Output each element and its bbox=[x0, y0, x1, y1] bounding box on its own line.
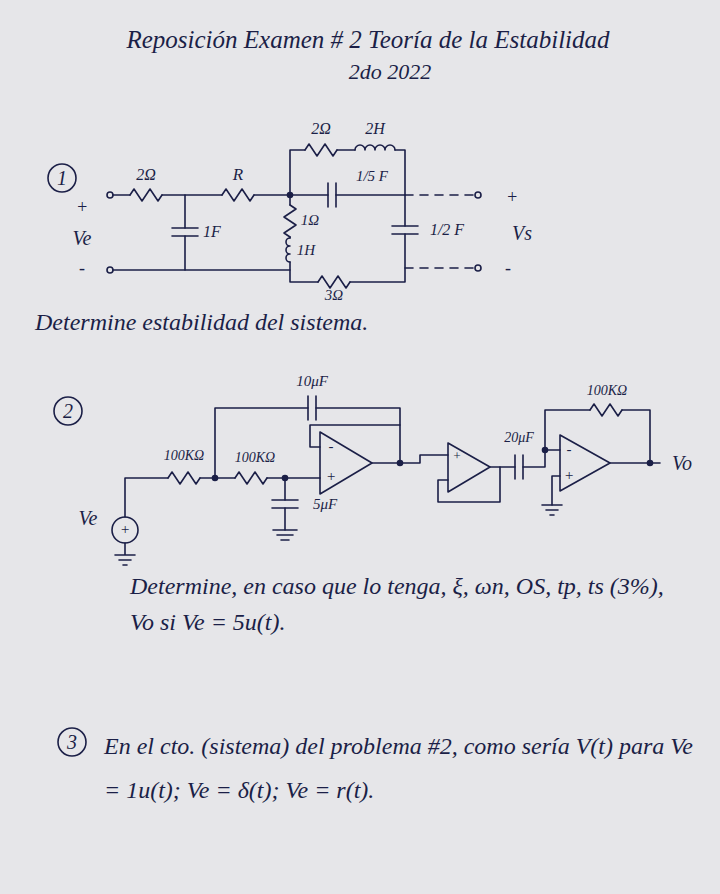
capacitor-value: 1F bbox=[203, 223, 221, 241]
wire bbox=[113, 194, 130, 196]
signal-name: Ve bbox=[79, 507, 98, 530]
wire bbox=[372, 455, 448, 463]
wire bbox=[162, 194, 222, 196]
capacitor-symbol bbox=[392, 226, 418, 234]
capacitor-value: 5μF bbox=[313, 496, 337, 513]
problem-number: 3 bbox=[67, 731, 77, 754]
polarity-sign: + bbox=[120, 521, 130, 538]
wire bbox=[113, 269, 290, 271]
opamp-symbol bbox=[560, 435, 610, 491]
question-text: En el cto. (sistema) del problema #2, co… bbox=[104, 724, 700, 812]
signal-name: Vo bbox=[672, 452, 692, 475]
wire bbox=[310, 425, 400, 447]
wire bbox=[523, 450, 560, 467]
opamp-symbol bbox=[320, 432, 372, 494]
capacitor-value: 1/2 F bbox=[430, 221, 464, 239]
capacitor-symbol bbox=[172, 228, 198, 236]
polarity-sign: - bbox=[79, 258, 85, 279]
inductor-value: 1H bbox=[297, 242, 315, 259]
resistor-symbol bbox=[318, 276, 350, 288]
number-circle bbox=[54, 397, 82, 425]
opamp-input-sign: - bbox=[329, 438, 334, 455]
subtitle: 2do 2022 bbox=[349, 59, 432, 84]
voltage-source bbox=[112, 517, 138, 543]
wire bbox=[289, 195, 291, 205]
wire bbox=[438, 467, 500, 502]
number-circle bbox=[58, 728, 86, 756]
capacitor-symbol bbox=[272, 500, 298, 508]
resistor-value: 2Ω bbox=[136, 166, 156, 184]
resistor-value: 100KΩ bbox=[235, 450, 275, 466]
opamp-input-sign: + bbox=[326, 468, 336, 485]
resistor-symbol bbox=[222, 189, 254, 201]
capacitor-symbol bbox=[308, 396, 316, 420]
resistor-symbol bbox=[284, 205, 296, 237]
resistor-symbol bbox=[235, 472, 267, 484]
wire bbox=[284, 478, 286, 530]
resistor-value: 2Ω bbox=[311, 120, 331, 138]
resistor-symbol bbox=[305, 144, 337, 156]
terminal bbox=[475, 192, 481, 198]
number-circle bbox=[48, 164, 76, 192]
question-text: Determine, en caso que lo tenga, ξ, ωn, … bbox=[130, 568, 690, 640]
wire bbox=[350, 234, 405, 282]
wire bbox=[125, 478, 168, 517]
node-dot bbox=[648, 461, 653, 466]
wire bbox=[336, 194, 405, 196]
node-dot bbox=[398, 461, 403, 466]
inductor-symbol bbox=[286, 238, 290, 262]
resistor-symbol bbox=[168, 472, 200, 484]
inductor-symbol bbox=[355, 145, 395, 150]
resistor-value: 3Ω bbox=[325, 287, 343, 304]
wire bbox=[290, 150, 305, 195]
inductor-value: 2H bbox=[365, 120, 385, 138]
terminal bbox=[107, 267, 113, 273]
exam-title: Reposición Examen # 2 Teoría de la Estab… bbox=[126, 26, 609, 55]
wire bbox=[215, 408, 308, 478]
buffer-symbol bbox=[448, 443, 490, 492]
wire bbox=[395, 150, 405, 226]
signal-name: Ve bbox=[73, 227, 92, 250]
question-text: Determine estabilidad del sistema. bbox=[35, 309, 368, 337]
capacitor-value: 20μF bbox=[504, 430, 534, 446]
resistor-symbol bbox=[130, 189, 162, 201]
capacitor-value: 10μF bbox=[296, 373, 328, 390]
resistor-value: 100KΩ bbox=[164, 448, 204, 464]
capacitor-value: 1/5 F bbox=[356, 168, 388, 185]
ground-symbol bbox=[115, 543, 135, 565]
ground-symbol bbox=[273, 530, 297, 540]
terminal bbox=[107, 192, 113, 198]
resistor-value: R bbox=[233, 165, 243, 185]
wire bbox=[267, 477, 320, 479]
resistor-symbol bbox=[590, 404, 622, 416]
terminal bbox=[475, 265, 481, 271]
polarity-sign: + bbox=[76, 197, 88, 218]
resistor-value: 100KΩ bbox=[587, 383, 627, 399]
opamp-input-sign: + bbox=[564, 467, 574, 484]
polarity-sign: - bbox=[505, 258, 511, 279]
wire bbox=[184, 195, 186, 270]
wire bbox=[290, 262, 318, 282]
opamp-input-sign: + bbox=[453, 449, 462, 464]
dashed-wire bbox=[405, 267, 475, 269]
problem-number: 2 bbox=[63, 400, 73, 423]
resistor-value: 1Ω bbox=[301, 212, 319, 229]
wire bbox=[337, 149, 355, 151]
ground-symbol bbox=[542, 505, 562, 515]
capacitor-symbol bbox=[328, 183, 336, 207]
wire bbox=[490, 466, 515, 468]
capacitor-symbol bbox=[515, 455, 523, 479]
problem-number: 1 bbox=[57, 167, 67, 190]
polarity-sign: + bbox=[506, 187, 518, 208]
dashed-wire bbox=[405, 194, 475, 196]
signal-name: Vs bbox=[512, 222, 532, 245]
wire bbox=[622, 410, 650, 463]
wire bbox=[552, 476, 560, 505]
opamp-input-sign: - bbox=[567, 441, 572, 458]
